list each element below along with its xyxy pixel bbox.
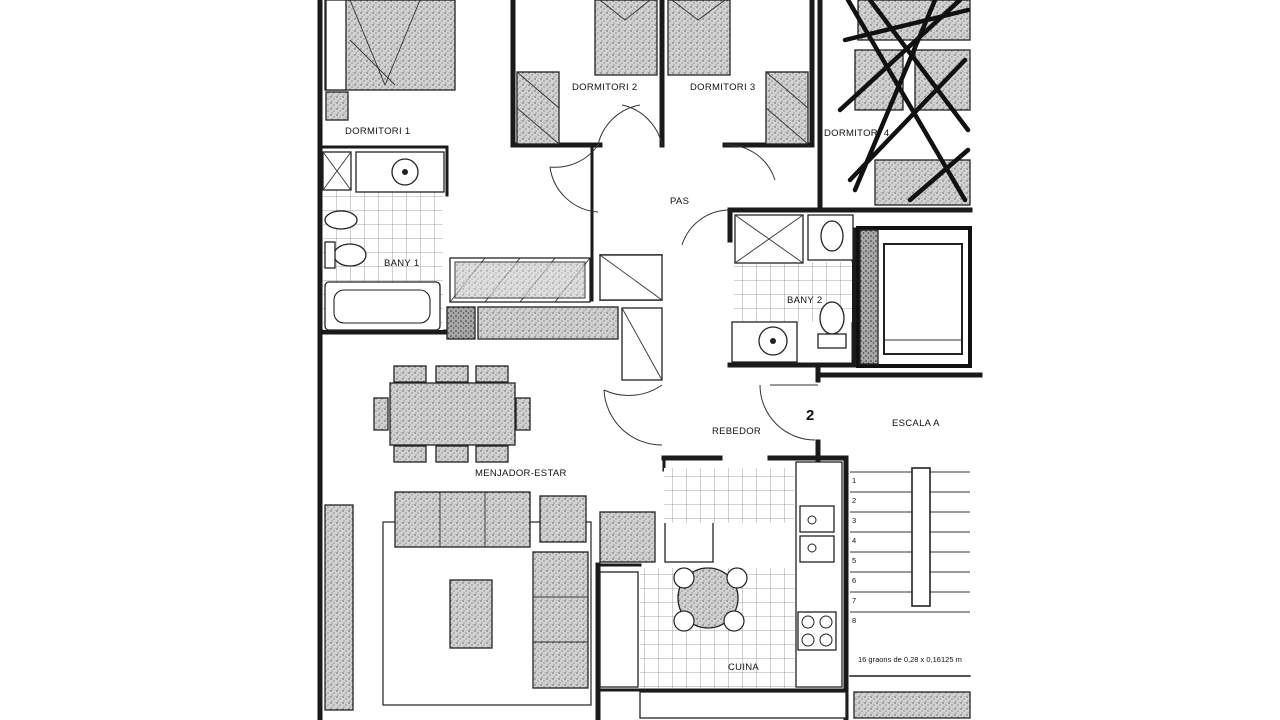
bathroom-2: BANY 2 bbox=[731, 214, 854, 363]
stair-note: 16 graons de 0,28 x 0,16125 m bbox=[858, 655, 962, 664]
room-label-escala: ESCALA A bbox=[892, 418, 940, 429]
dining-living-room: MENJADOR-ESTAR bbox=[324, 365, 714, 711]
doors bbox=[549, 104, 818, 446]
room-label-dormitori-3: DORMITORI 3 bbox=[690, 82, 755, 93]
stair-step-2: 2 bbox=[852, 496, 856, 505]
stair-step-4: 4 bbox=[852, 536, 856, 545]
stair-step-5: 5 bbox=[852, 556, 856, 565]
room-label-dormitori-1: DORMITORI 1 bbox=[345, 126, 410, 137]
room-label-pas: PAS bbox=[670, 196, 689, 207]
stair-step-1: 1 bbox=[852, 476, 856, 485]
room-label-dormitori-2: DORMITORI 2 bbox=[572, 82, 637, 93]
room-label-rebedor: REBEDOR bbox=[712, 426, 761, 437]
kitchen: CUINA bbox=[599, 461, 847, 719]
room-label-cuina: CUINA bbox=[728, 662, 759, 673]
bedroom-4: DORMITORI 4 bbox=[824, 0, 971, 206]
bedroom-2: DORMITORI 2 bbox=[516, 0, 658, 145]
stair-step-7: 7 bbox=[852, 596, 856, 605]
stair-step-3: 3 bbox=[852, 516, 856, 525]
bedroom-1: DORMITORI 1 bbox=[324, 0, 456, 137]
room-label-dormitori-4: DORMITORI 4 bbox=[824, 128, 889, 139]
unit-number: 2 bbox=[806, 407, 814, 424]
walls bbox=[317, 0, 983, 720]
room-label-bany-2: BANY 2 bbox=[787, 295, 822, 306]
staircase: 1 2 3 4 5 6 7 8 16 graons de 0,28 x 0,16… bbox=[849, 467, 971, 719]
room-label-menjador-estar: MENJADOR-ESTAR bbox=[475, 468, 567, 479]
stair-step-6: 6 bbox=[852, 576, 856, 585]
elevator-shaft bbox=[856, 226, 972, 368]
bathroom-1: BANY 1 bbox=[322, 151, 445, 331]
stair-step-8: 8 bbox=[852, 616, 856, 625]
bedroom-3: DORMITORI 3 bbox=[667, 0, 809, 145]
room-label-bany-1: BANY 1 bbox=[384, 258, 419, 269]
wardrobes bbox=[446, 254, 663, 381]
